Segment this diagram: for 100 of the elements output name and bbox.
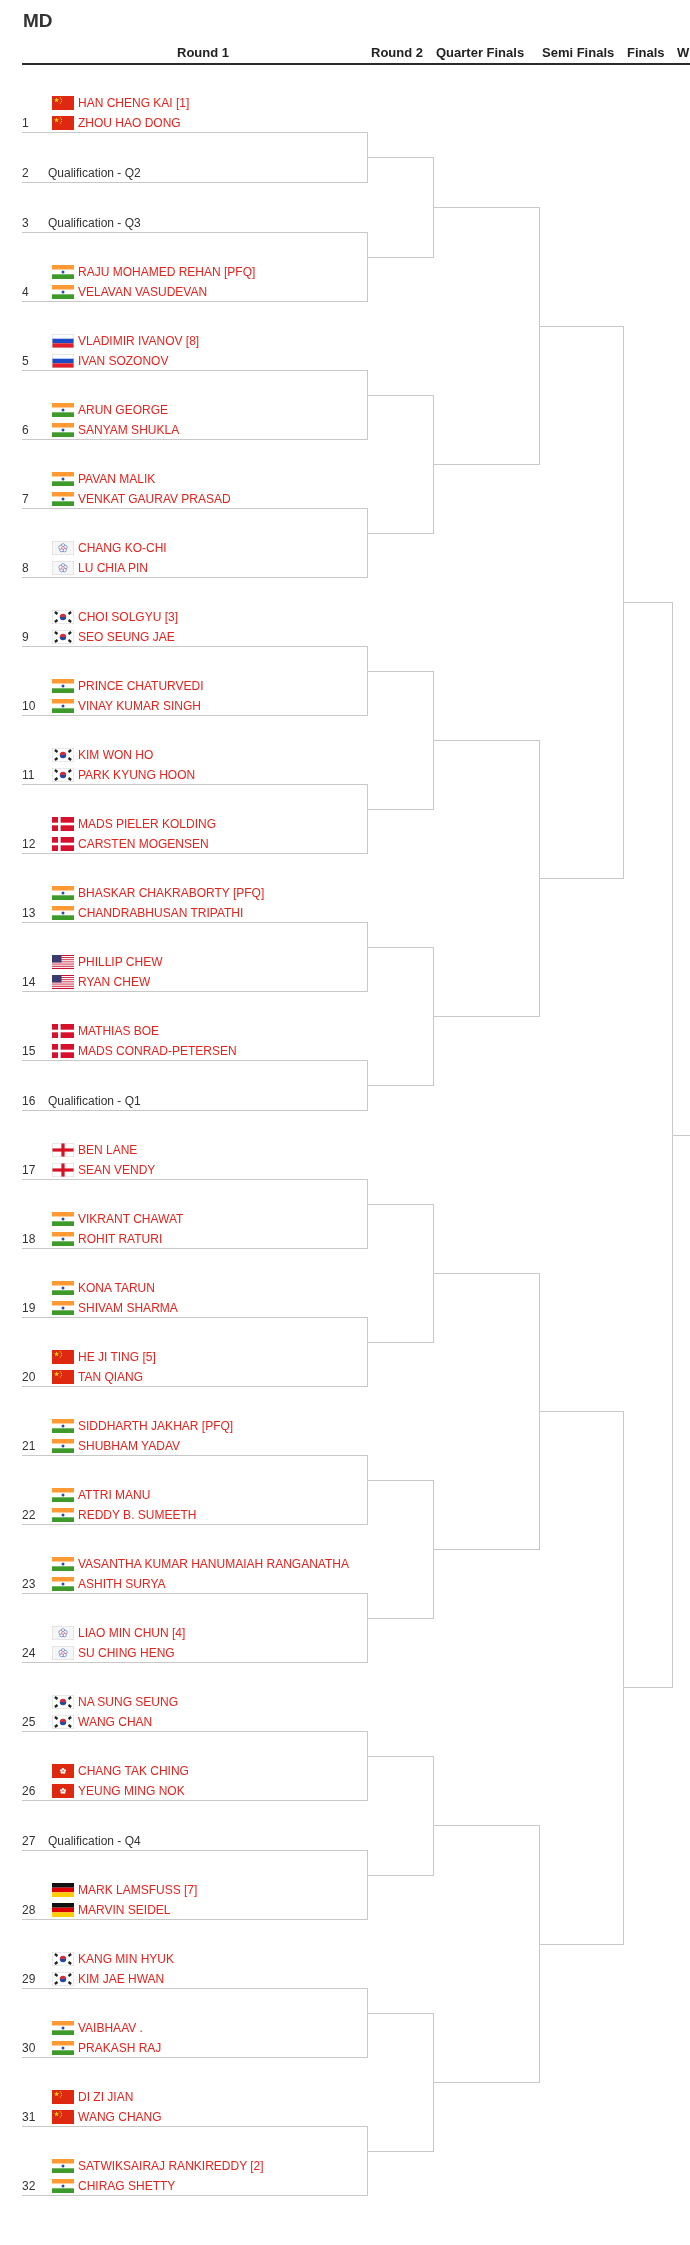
- bracket-connector: [433, 947, 434, 1017]
- bracket-connector: [539, 1411, 540, 1550]
- bracket-connector: [433, 1480, 434, 1550]
- bracket-connector: [367, 1179, 368, 1205]
- player-name: PRINCE CHATURVEDI: [78, 678, 204, 694]
- bracket-connector: [623, 1687, 624, 1945]
- bracket-slot-line: [368, 1480, 434, 1481]
- player-name: PHILLIP CHEW: [78, 954, 163, 970]
- player-name: MARVIN SEIDEL: [78, 1902, 171, 1918]
- bracket-connector: [433, 207, 434, 258]
- bracket-connector: [539, 878, 540, 1017]
- draw-position-number: 6: [22, 422, 29, 438]
- bracket-connector: [367, 1756, 368, 1801]
- draw-position-number: 20: [22, 1369, 36, 1385]
- player-name: KONA TARUN: [78, 1280, 155, 1296]
- player-name: VINAY KUMAR SINGH: [78, 698, 201, 714]
- player-name: HAN CHENG KAI [1]: [78, 95, 190, 111]
- bracket-connector: [367, 784, 368, 810]
- bracket-slot-line: [368, 947, 434, 948]
- player-name: CHIRAG SHETTY: [78, 2178, 176, 2194]
- player-name: PAVAN MALIK: [78, 471, 156, 487]
- bracket-connector: [367, 1342, 368, 1387]
- player-name: ASHITH SURYA: [78, 1576, 166, 1592]
- player-name: REDDY B. SUMEETH: [78, 1507, 197, 1523]
- bracket-connector: [367, 2013, 368, 2058]
- player-name: VIKRANT CHAWAT: [78, 1211, 184, 1227]
- bracket-connector: [433, 1549, 434, 1619]
- bracket-connector: [367, 1850, 368, 1876]
- draw-position-number: 3: [22, 215, 29, 231]
- event-title: MD: [23, 9, 53, 33]
- bracket-connector: [623, 1411, 624, 1688]
- player-name: MADS CONRAD-PETERSEN: [78, 1043, 237, 1059]
- bracket-slot-line: [434, 1825, 540, 1826]
- bracket-connector: [433, 1756, 434, 1826]
- draw-position-number: 10: [22, 698, 36, 714]
- player-name: HE JI TING [5]: [78, 1349, 156, 1365]
- bracket-connector: [433, 671, 434, 741]
- draw-position-number: 9: [22, 629, 29, 645]
- bracket-connector: [367, 232, 368, 258]
- bracket-slot-line: [368, 1342, 434, 1343]
- column-header: Quarter Finals: [436, 45, 525, 61]
- player-name: VENKAT GAURAV PRASAD: [78, 491, 231, 507]
- player-name: VAIBHAAV .: [78, 2020, 143, 2036]
- bracket-connector: [367, 1593, 368, 1619]
- player-name: MATHIAS BOE: [78, 1023, 160, 1039]
- draw-position-number: 17: [22, 1162, 36, 1178]
- player-name: CARSTEN MOGENSEN: [78, 836, 209, 852]
- player-name: SIDDHARTH JAKHAR [PFQ]: [78, 1418, 234, 1434]
- bracket-slot-line: [434, 740, 540, 741]
- bracket-connector: [433, 1204, 434, 1274]
- draw-position-number: 14: [22, 974, 36, 990]
- draw-position-number: 22: [22, 1507, 36, 1523]
- bracket-connector: [367, 809, 368, 854]
- draw-position-number: 2: [22, 165, 29, 181]
- draw-position-number: 26: [22, 1783, 36, 1799]
- bracket-slot-line: [540, 878, 624, 879]
- draw-position-number: 13: [22, 905, 36, 921]
- bracket-connector: [367, 2126, 368, 2152]
- draw-position-number: 4: [22, 284, 29, 300]
- player-name: DI ZI JIAN: [78, 2089, 134, 2105]
- player-name: CHANG TAK CHING: [78, 1763, 189, 1779]
- bracket-connector: [433, 157, 434, 208]
- bracket-connector: [367, 1618, 368, 1663]
- player-name: LIAO MIN CHUN [4]: [78, 1625, 186, 1641]
- bracket-connector: [367, 947, 368, 992]
- player-name: WANG CHANG: [78, 2109, 162, 2125]
- draw-position-number: 31: [22, 2109, 36, 2125]
- player-name: KANG MIN HYUK: [78, 1951, 174, 1967]
- draw-position-number: 19: [22, 1300, 36, 1316]
- player-name: KIM WON HO: [78, 747, 154, 763]
- draw-position-number: 15: [22, 1043, 36, 1059]
- column-header: Round 1: [177, 45, 229, 61]
- bracket-slot-line: [368, 809, 434, 810]
- bracket-connector: [433, 2082, 434, 2152]
- column-header: Round 2: [371, 45, 423, 61]
- bracket-slot-line: [434, 1016, 540, 1017]
- bracket-slot-line: [368, 1756, 434, 1757]
- player-name: ATTRI MANU: [78, 1487, 151, 1503]
- bracket-slot-line: [434, 1273, 540, 1274]
- draw-position-number: 29: [22, 1971, 36, 1987]
- bracket-connector: [367, 157, 368, 183]
- bracket-connector: [367, 1455, 368, 1481]
- bracket-connector: [367, 370, 368, 396]
- bracket-slot-line: [673, 1135, 690, 1136]
- bracket-connector: [539, 1825, 540, 1945]
- player-name: VASANTHA KUMAR HANUMAIAH RANGANATHA: [78, 1556, 349, 1572]
- bracket-slot-line: [624, 1687, 673, 1688]
- player-name: PRAKASH RAJ: [78, 2040, 162, 2056]
- player-name: KIM JAE HWAN: [78, 1971, 165, 1987]
- bracket-connector: [367, 1875, 368, 1920]
- bracket-connector: [367, 508, 368, 534]
- draw-position-number: 5: [22, 353, 29, 369]
- player-name: SATWIKSAIRAJ RANKIREDDY [2]: [78, 2158, 264, 2174]
- bracket-slot-line: [434, 1549, 540, 1550]
- bracket-connector: [367, 1988, 368, 2014]
- bracket-slot-line: [368, 1085, 434, 1086]
- player-name: CHOI SOLGYU [3]: [78, 609, 179, 625]
- bracket-slot-line: [368, 1204, 434, 1205]
- draw-position-number: 24: [22, 1645, 36, 1661]
- bracket-connector: [539, 207, 540, 327]
